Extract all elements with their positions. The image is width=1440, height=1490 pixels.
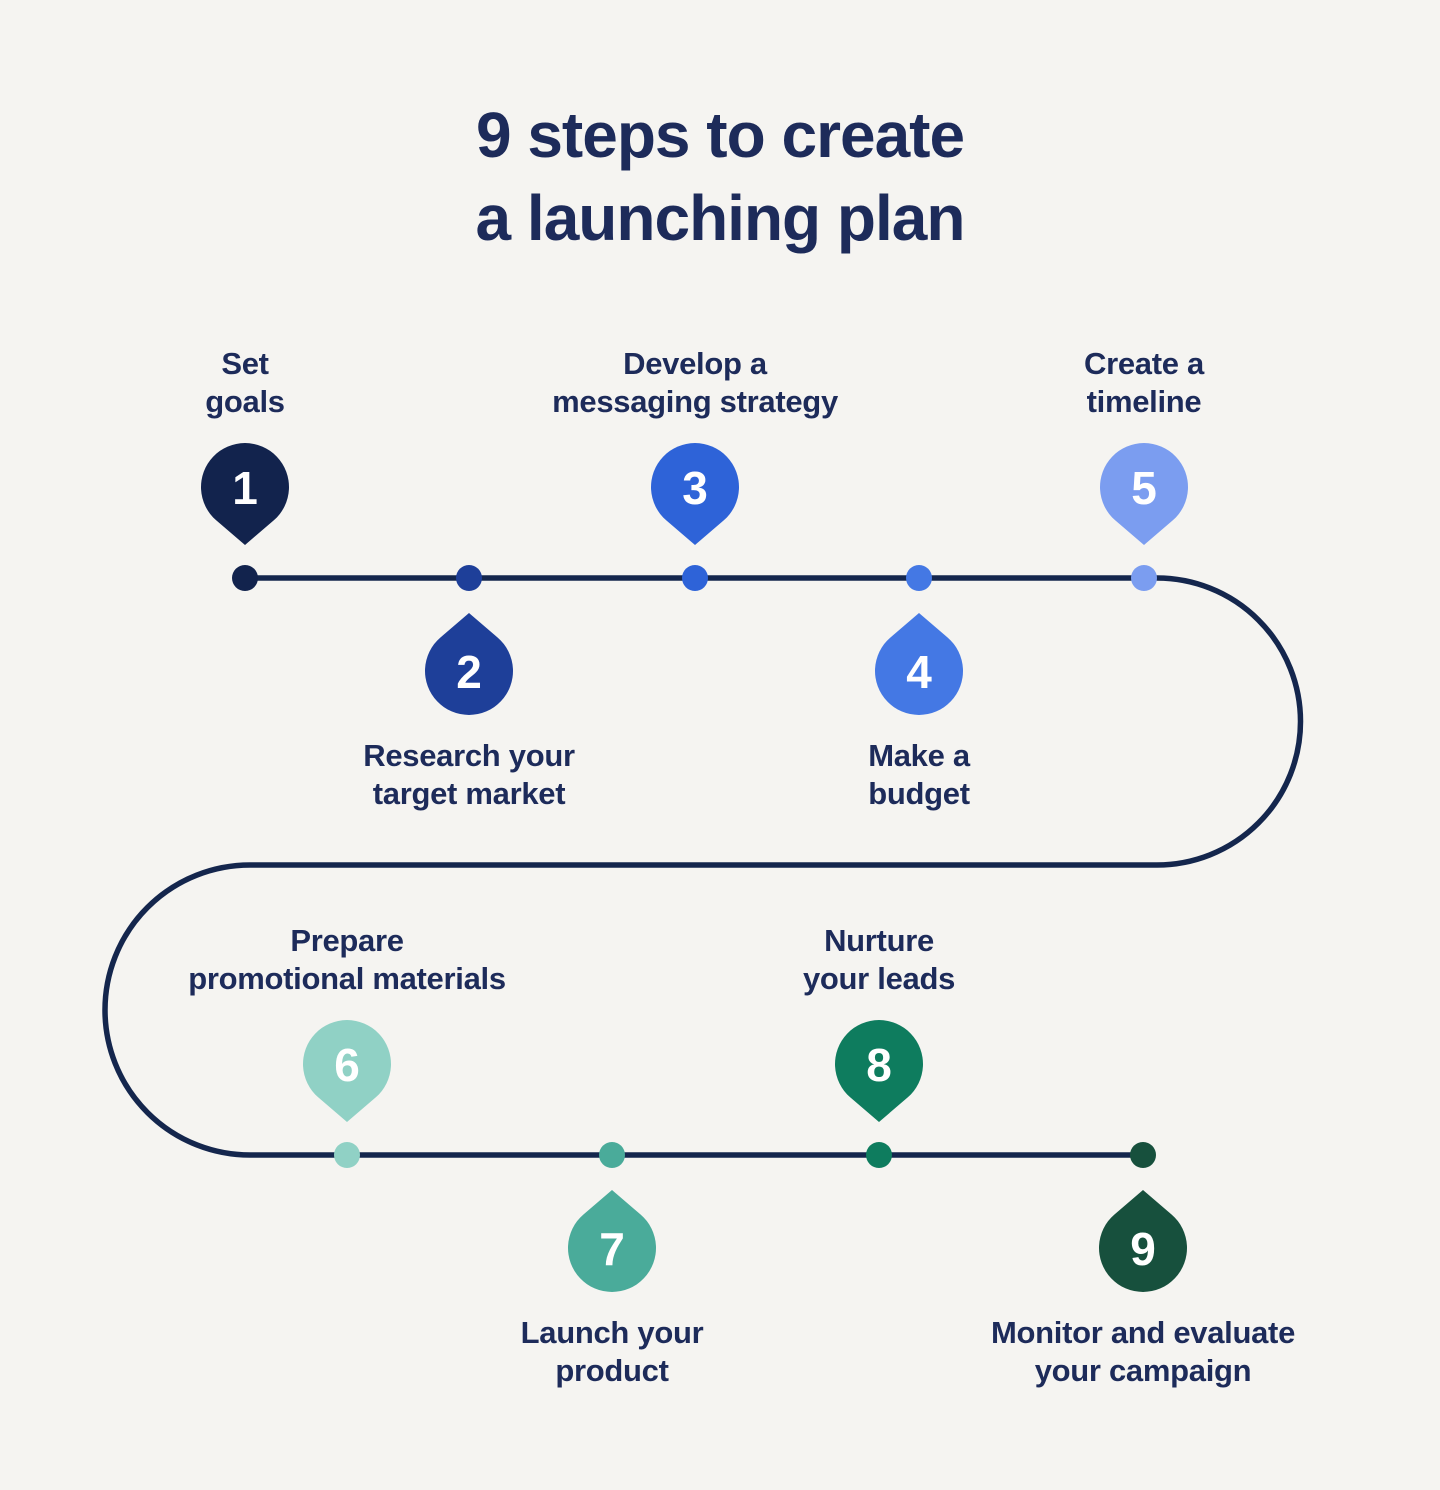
step-9-number: 9 xyxy=(1130,1223,1156,1275)
step-6-pin xyxy=(303,1020,391,1122)
page-title-line-2: a launching plan xyxy=(475,182,966,254)
step-6-label-line-2: promotional materials xyxy=(188,961,506,996)
step-1-dot xyxy=(232,565,258,591)
step-4-label-line-2: budget xyxy=(868,776,970,811)
step-5-dot xyxy=(1131,565,1157,591)
step-7-dot xyxy=(599,1142,625,1168)
step-3-number: 3 xyxy=(682,462,708,514)
step-4-pin xyxy=(875,613,963,715)
step-8-number: 8 xyxy=(866,1039,892,1091)
step-3-label-line-1: Develop a xyxy=(623,346,767,381)
step-4-number: 4 xyxy=(906,646,932,698)
step-7-label-line-2: product xyxy=(555,1353,669,1388)
step-8-label-line-2: your leads xyxy=(802,961,956,996)
step-3-pin xyxy=(651,443,739,545)
step-9-label-line-1: Monitor and evaluate xyxy=(990,1315,1296,1350)
step-7-label-line-1: Launch your xyxy=(520,1315,704,1350)
step-8-pin xyxy=(835,1020,924,1122)
step-5-number: 5 xyxy=(1131,462,1157,514)
step-4-label-line-1: Make a xyxy=(868,738,970,773)
page-title: 9 steps to create a launching plan xyxy=(0,94,1440,260)
step-2-label-line-1: Research your xyxy=(363,738,575,773)
step-2-pin xyxy=(425,613,513,715)
step-9-dot xyxy=(1130,1142,1156,1168)
step-8-label-line-1: Nurture xyxy=(824,923,934,958)
step-2-dot xyxy=(456,565,482,591)
step-4-dot xyxy=(906,565,932,591)
timeline-path xyxy=(102,575,1304,1158)
step-6-dot xyxy=(334,1142,360,1168)
step-2-number: 2 xyxy=(456,646,482,698)
step-3-dot xyxy=(682,565,708,591)
step-6-number: 6 xyxy=(334,1039,360,1091)
step-8-dot xyxy=(866,1142,892,1168)
step-7-number: 7 xyxy=(599,1223,625,1275)
step-1-label-line-2: goals xyxy=(205,384,285,419)
step-1-pin xyxy=(201,443,290,545)
step-9-pin xyxy=(1099,1190,1187,1292)
step-3-label-line-2: messaging strategy xyxy=(552,384,838,419)
step-7-pin xyxy=(568,1190,656,1292)
step-5-label-line-2: timeline xyxy=(1086,384,1202,419)
step-5-pin xyxy=(1100,443,1188,545)
step-9-label-line-2: your campaign xyxy=(1034,1353,1252,1388)
page-title-line-1: 9 steps to create xyxy=(475,99,965,171)
step-2-label-line-2: target market xyxy=(372,776,566,811)
step-1-number: 1 xyxy=(232,462,258,514)
step-1-label-line-1: Set xyxy=(221,346,269,381)
step-6-label-line-1: Prepare xyxy=(290,923,404,958)
step-5-label-line-1: Create a xyxy=(1084,346,1204,381)
